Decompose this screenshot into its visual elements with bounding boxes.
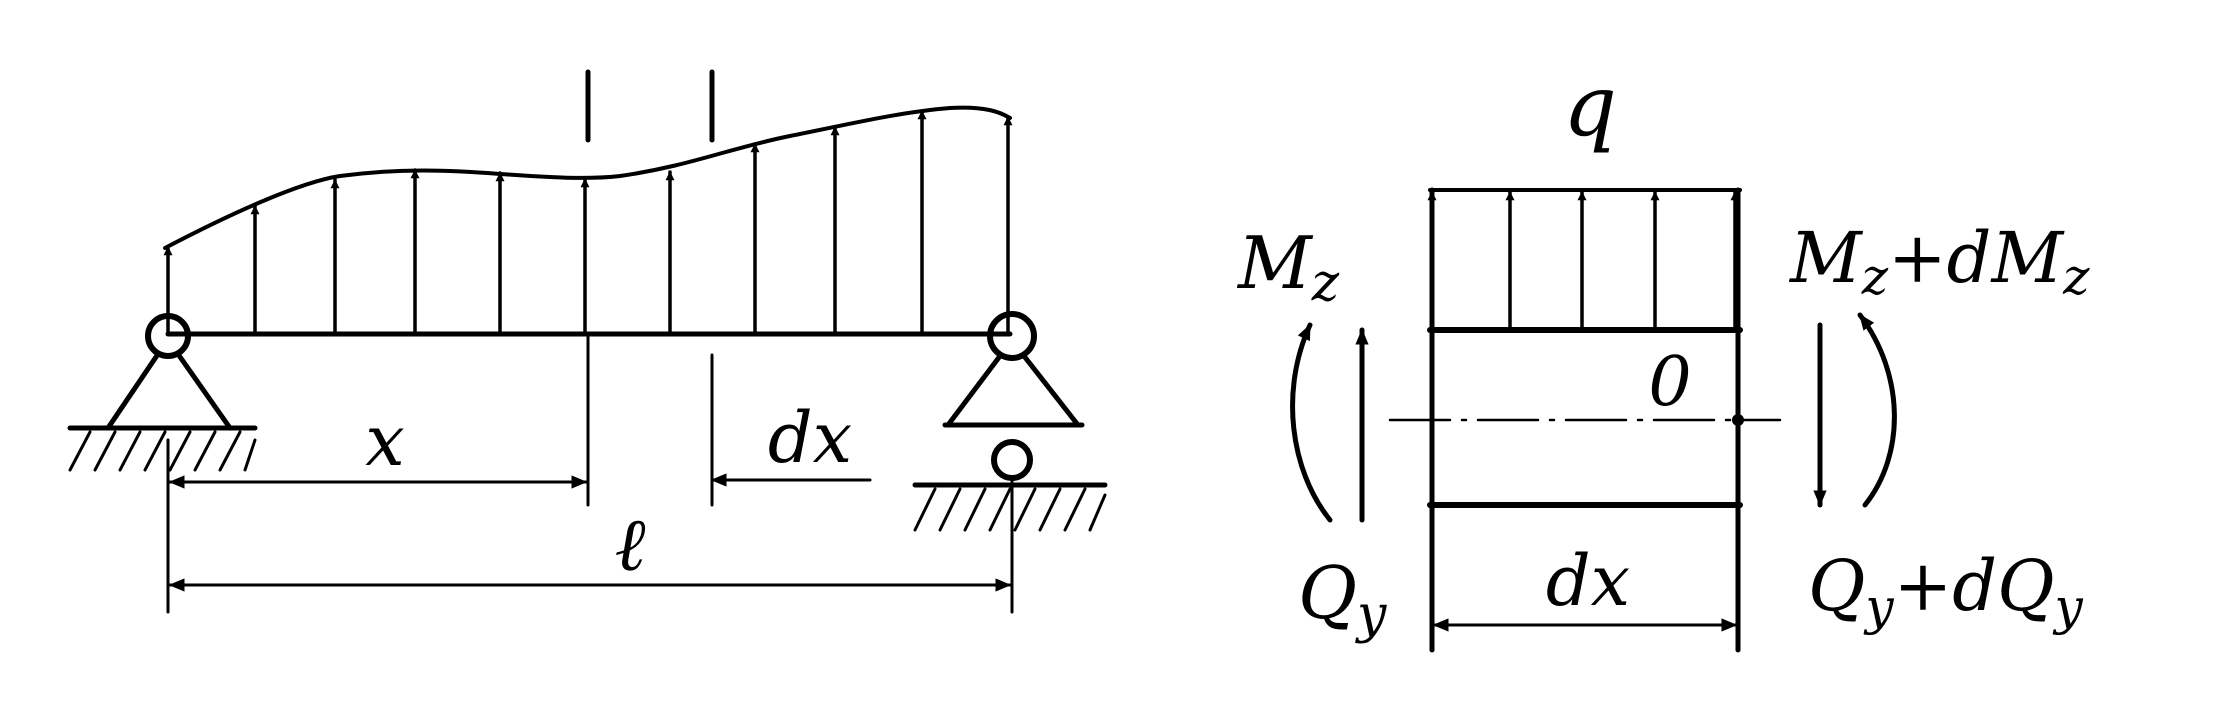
center-point-label: 0 [1648, 343, 1691, 422]
x-position-label: x [365, 400, 404, 482]
simply-supported-beam-figure: x dx ℓ [67, 69, 1108, 614]
span-length-label: ℓ [615, 502, 646, 588]
shear-right-label: Qy+dQy [1808, 545, 2084, 636]
pin-support-left [67, 313, 258, 472]
load-envelope-curve [163, 105, 1012, 250]
moment-right-label: Mz+dMz [1788, 217, 2090, 306]
element-width-label: dx [1546, 540, 1630, 622]
beam-element-figure: q 0 dx Mz Qy [1236, 57, 2090, 653]
element-load-arrows [1427, 190, 1740, 330]
distributed-load-arrows [163, 109, 1013, 336]
roller-support-right [912, 311, 1108, 532]
moment-point-o [1732, 414, 1744, 426]
moment-right-arrow [1857, 312, 1897, 508]
dx-element-label: dx [768, 397, 852, 479]
moment-left-label: Mz [1236, 221, 1340, 313]
shear-left-label: Qy [1298, 551, 1387, 645]
moment-left-arrow [1290, 322, 1333, 523]
load-intensity-label: q [1563, 57, 1617, 155]
